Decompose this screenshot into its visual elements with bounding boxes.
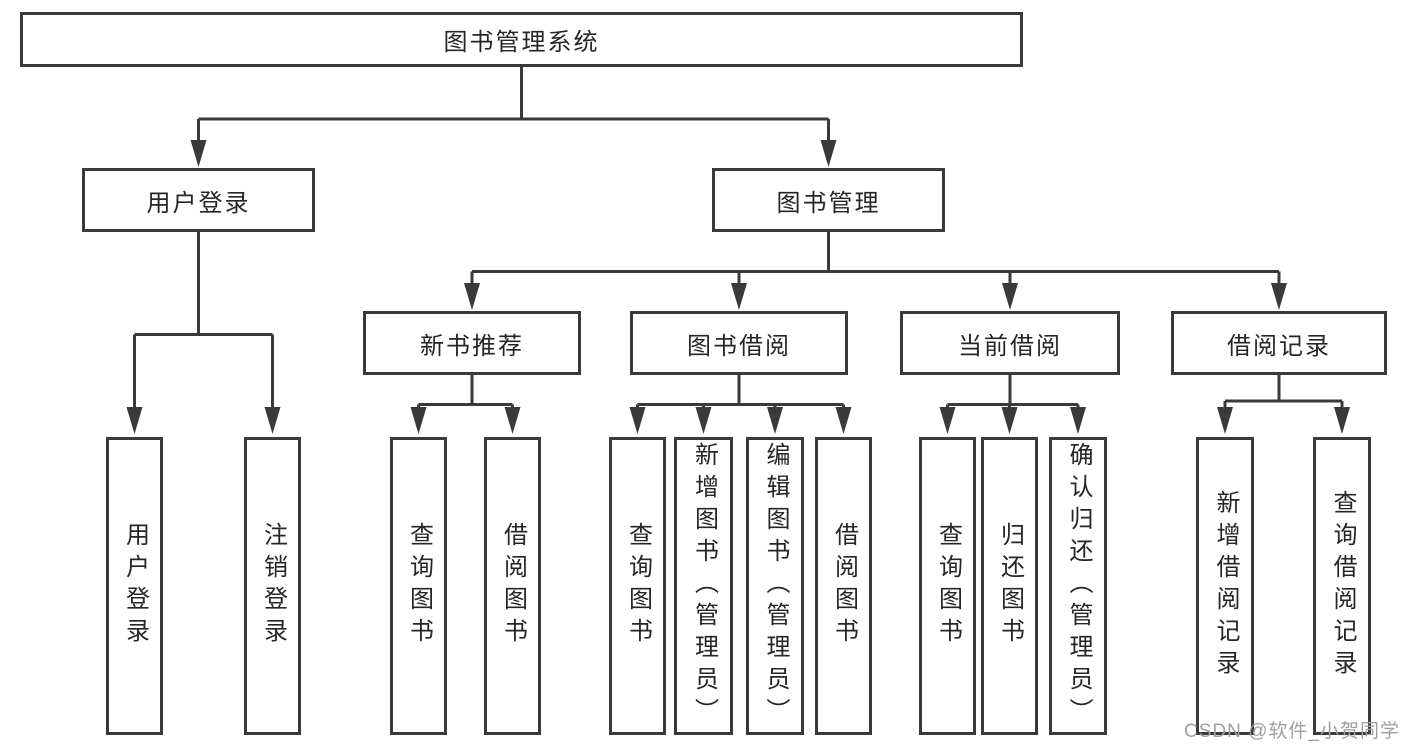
connector-new-book-recommend-to-leaves [410, 375, 521, 434]
leaf-query-books-current: 查询图书 [919, 437, 976, 735]
leaf-query-books-borrow-label: 查询图书 [624, 522, 652, 650]
leaf-query-borrow-record: 查询借阅记录 [1313, 437, 1371, 735]
leaf-logout: 注销登录 [244, 437, 301, 735]
leaf-query-books-recommend: 查询图书 [390, 437, 447, 735]
leaf-borrow-books-label: 借阅图书 [830, 522, 858, 650]
node-book-borrow: 图书借阅 [630, 311, 848, 375]
node-borrow-records: 借阅记录 [1171, 311, 1387, 375]
node-new-book-recommend: 新书推荐 [363, 311, 581, 375]
node-library-system-label: 图书管理系统 [443, 29, 600, 56]
leaf-return-books-label: 归还图书 [996, 522, 1024, 650]
node-new-book-recommend-label: 新书推荐 [420, 332, 524, 360]
node-current-borrow: 当前借阅 [900, 311, 1120, 375]
leaf-add-borrow-record-label: 新增借阅记录 [1212, 490, 1239, 682]
leaf-query-books-current-label: 查询图书 [934, 522, 962, 650]
leaf-return-books: 归还图书 [981, 437, 1038, 735]
node-user-login-label: 用户登录 [146, 189, 251, 217]
connector-book-management-to-level3 [464, 232, 1287, 310]
leaf-query-books-recommend-label: 查询图书 [405, 522, 433, 650]
node-library-system: 图书管理系统 [20, 12, 1023, 67]
node-current-borrow-label: 当前借阅 [958, 332, 1062, 360]
leaf-user-login: 用户登录 [106, 437, 163, 735]
node-user-login: 用户登录 [82, 168, 315, 232]
leaf-add-books-admin: 新增图书（管理员） [674, 437, 733, 735]
node-book-management: 图书管理 [712, 168, 945, 232]
leaf-borrow-books-recommend: 借阅图书 [484, 437, 541, 735]
node-borrow-records-label: 借阅记录 [1227, 332, 1331, 360]
leaf-add-books-admin-label: 新增图书（管理员） [690, 442, 718, 730]
leaf-logout-label: 注销登录 [259, 522, 287, 650]
leaf-edit-books-admin: 编辑图书（管理员） [746, 437, 804, 735]
leaf-borrow-books: 借阅图书 [815, 437, 872, 735]
leaf-add-borrow-record: 新增借阅记录 [1196, 437, 1254, 735]
node-book-management-label: 图书管理 [776, 189, 881, 217]
connector-book-borrow-to-leaves [629, 375, 852, 434]
node-book-borrow-label: 图书借阅 [687, 332, 791, 360]
leaf-confirm-return-admin: 确认归还（管理员） [1049, 437, 1107, 735]
csdn-watermark: CSDN @软件_小贺同学 [1184, 721, 1400, 742]
connector-borrow-records-to-leaves [1217, 375, 1350, 434]
connector-current-borrow-to-leaves [939, 375, 1086, 434]
connector-user-login-to-leaves [126, 232, 281, 434]
leaf-edit-books-admin-label: 编辑图书（管理员） [762, 442, 789, 730]
leaf-user-login-label: 用户登录 [121, 522, 149, 650]
leaf-confirm-return-admin-label: 确认归还（管理员） [1065, 442, 1092, 730]
leaf-query-books-borrow: 查询图书 [609, 437, 666, 735]
leaf-query-borrow-record-label: 查询借阅记录 [1329, 490, 1356, 682]
leaf-borrow-books-recommend-label: 借阅图书 [499, 522, 527, 650]
connector-root-to-level2 [190, 67, 837, 167]
